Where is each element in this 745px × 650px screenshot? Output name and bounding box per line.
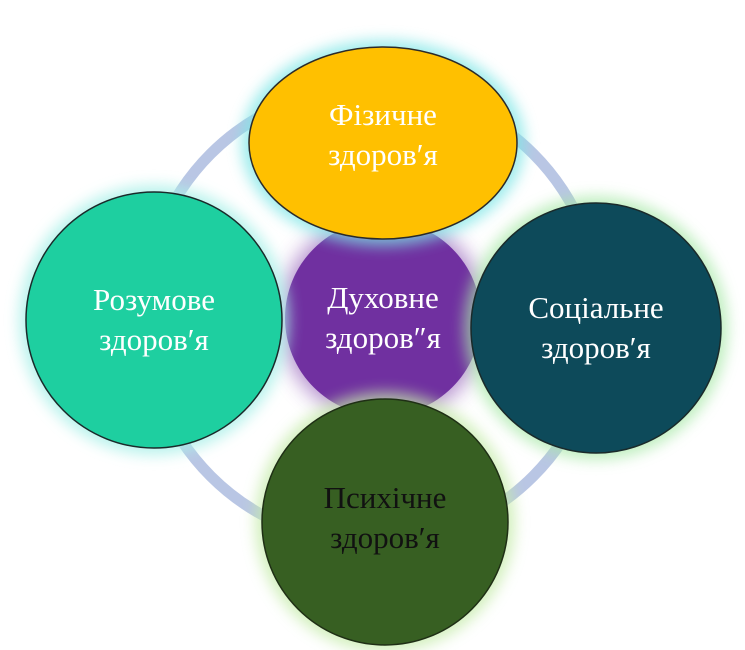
- node-mental-health: Психічне здоров′я: [255, 392, 515, 650]
- node-intellectual-label-2: здоров′я: [99, 322, 209, 357]
- node-physical-label-2: здоров′я: [328, 137, 438, 172]
- node-social-label-1: Соціальне: [528, 290, 663, 325]
- node-intellectual-circle: [25, 191, 283, 449]
- node-physical-label-1: Фізичне: [329, 97, 437, 132]
- node-mental-circle: [261, 398, 509, 646]
- node-social-health: Соціальне здоров′я: [464, 196, 728, 460]
- node-spiritual-circle: [285, 220, 481, 416]
- node-mental-label-2: здоров′я: [330, 520, 440, 555]
- node-spiritual-health: Духовне здоров″я: [279, 214, 487, 422]
- node-intellectual-health: Розумове здоров′я: [19, 185, 289, 455]
- node-mental-label-1: Психічне: [324, 480, 447, 515]
- node-social-label-2: здоров′я: [541, 330, 651, 365]
- node-social-circle: [470, 202, 722, 454]
- node-intellectual-label-1: Розумове: [93, 282, 215, 317]
- node-physical-circle: [248, 46, 518, 240]
- node-physical-health: Фізичне здоров′я: [241, 40, 525, 246]
- node-spiritual-label-2: здоров″я: [325, 320, 441, 355]
- node-spiritual-label-1: Духовне: [327, 280, 438, 315]
